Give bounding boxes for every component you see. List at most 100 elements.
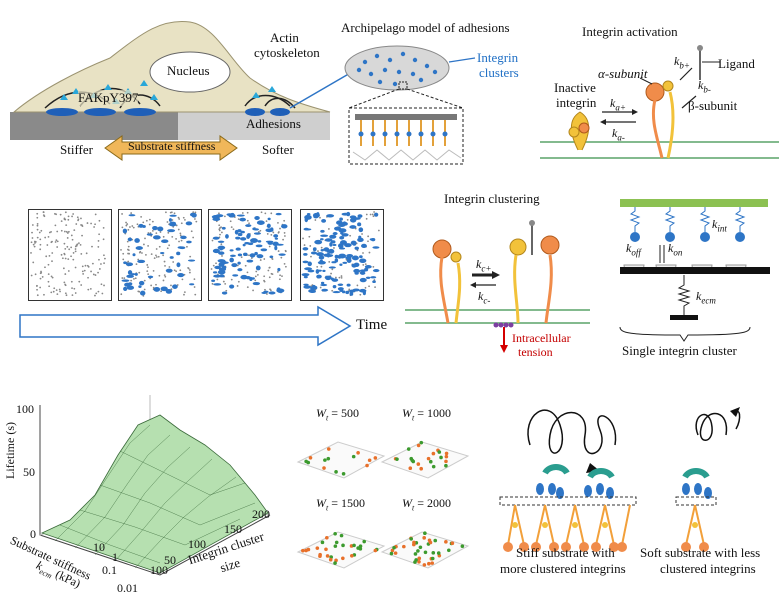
sim-particle — [309, 245, 312, 247]
sim-cluster — [357, 214, 363, 218]
sim-particle — [211, 239, 214, 242]
sim-particle — [230, 226, 233, 229]
sim-particle — [39, 243, 42, 246]
sim-particle — [283, 262, 286, 265]
sim-cluster — [138, 280, 145, 286]
sim-particle — [338, 276, 341, 279]
sim-particle — [145, 219, 148, 222]
sim-particle — [179, 269, 182, 272]
sim-particle — [334, 276, 337, 279]
sim-particle — [340, 276, 343, 279]
sim-particle — [122, 252, 125, 255]
sim-particle — [129, 226, 131, 228]
sim-particle — [162, 279, 165, 282]
sim-particle — [98, 258, 100, 261]
sim-particle — [127, 252, 129, 255]
sim-particle — [121, 277, 124, 279]
x-tick-100: 100 — [188, 537, 206, 551]
sim-particle — [33, 240, 36, 243]
sim-cluster — [240, 237, 247, 241]
sim-cluster — [235, 236, 241, 240]
sim-particle — [120, 293, 123, 296]
sim-cluster — [253, 232, 261, 235]
wt-point — [413, 552, 418, 556]
sim-particle — [133, 277, 135, 280]
sim-cluster — [147, 275, 154, 279]
sim-particle — [218, 229, 221, 232]
wt-point — [325, 554, 330, 558]
wt-label-1000: Wt = 1000 — [402, 406, 452, 423]
sim-particle — [236, 285, 239, 287]
sim-particle — [194, 211, 197, 214]
sim-cluster — [134, 238, 140, 243]
sim-cluster — [225, 234, 229, 239]
sim-particle — [166, 221, 169, 223]
wt-point — [341, 471, 346, 476]
wt-point — [416, 443, 421, 448]
wt-point — [392, 545, 396, 550]
sim-cluster — [272, 241, 279, 247]
sim-particle — [278, 278, 281, 281]
sim-particle — [60, 229, 63, 232]
sim-cluster — [234, 229, 239, 235]
sim-cluster — [217, 269, 226, 275]
sim-cluster — [138, 223, 144, 228]
wt-point — [419, 440, 424, 445]
sim-particle — [76, 243, 79, 246]
sim-cluster — [316, 212, 320, 217]
integrin-clusters-line2: clusters — [479, 65, 519, 80]
sim-particle — [63, 230, 66, 233]
panel-cell-substrate: Nucleus Actin cytoskeleton FAKpY397 Adhe… — [0, 0, 353, 180]
sim-cluster — [354, 246, 359, 250]
sim-cluster — [239, 217, 246, 222]
sim-cluster — [237, 261, 241, 265]
sim-particle — [54, 224, 57, 227]
sim-cluster — [128, 282, 133, 286]
sim-cluster — [321, 219, 327, 223]
sim-particle — [71, 238, 74, 241]
sim-particle — [67, 230, 70, 233]
sim-cluster — [310, 251, 318, 255]
sim-particle — [65, 294, 68, 297]
lifetime-surface-plot — [39, 395, 271, 576]
sim-cluster — [218, 251, 225, 255]
sim-cluster — [140, 290, 146, 296]
sim-particle — [367, 235, 370, 238]
sim-particle — [155, 283, 157, 286]
sim-particle — [74, 250, 77, 253]
sim-cluster — [303, 275, 308, 279]
sim-cluster — [237, 253, 243, 257]
sim-particle — [193, 278, 196, 280]
sim-particle — [162, 254, 165, 257]
sim-particle — [56, 246, 59, 248]
sim-particle — [155, 254, 157, 257]
sim-particle — [220, 226, 222, 229]
sim-particle — [175, 237, 177, 240]
sim-particle — [94, 223, 96, 226]
sim-cluster — [320, 281, 325, 285]
sim-cluster — [252, 281, 261, 286]
sim-cluster — [302, 247, 309, 251]
sim-cluster — [246, 234, 250, 239]
sim-cluster — [245, 275, 251, 280]
sim-particle — [145, 253, 147, 256]
nucleus-shape — [149, 51, 231, 93]
sim-cluster — [176, 251, 181, 256]
sim-particle — [365, 217, 368, 220]
sim-particle — [130, 212, 133, 214]
sim-cluster — [338, 253, 347, 259]
sim-particle — [141, 252, 143, 254]
sim-cluster — [352, 217, 361, 220]
sim-cluster — [339, 236, 345, 240]
sim-particle — [58, 288, 61, 291]
sim-cluster — [372, 269, 380, 273]
sim-particle — [81, 234, 83, 237]
sim-particle — [284, 250, 287, 253]
sim-particle — [137, 290, 140, 293]
z-tick-0: 0 — [30, 527, 36, 541]
sim-particle — [130, 279, 133, 282]
sim-particle — [163, 260, 166, 263]
sim-particle — [120, 248, 122, 251]
wt-point — [433, 538, 438, 543]
sim-particle — [237, 218, 240, 221]
